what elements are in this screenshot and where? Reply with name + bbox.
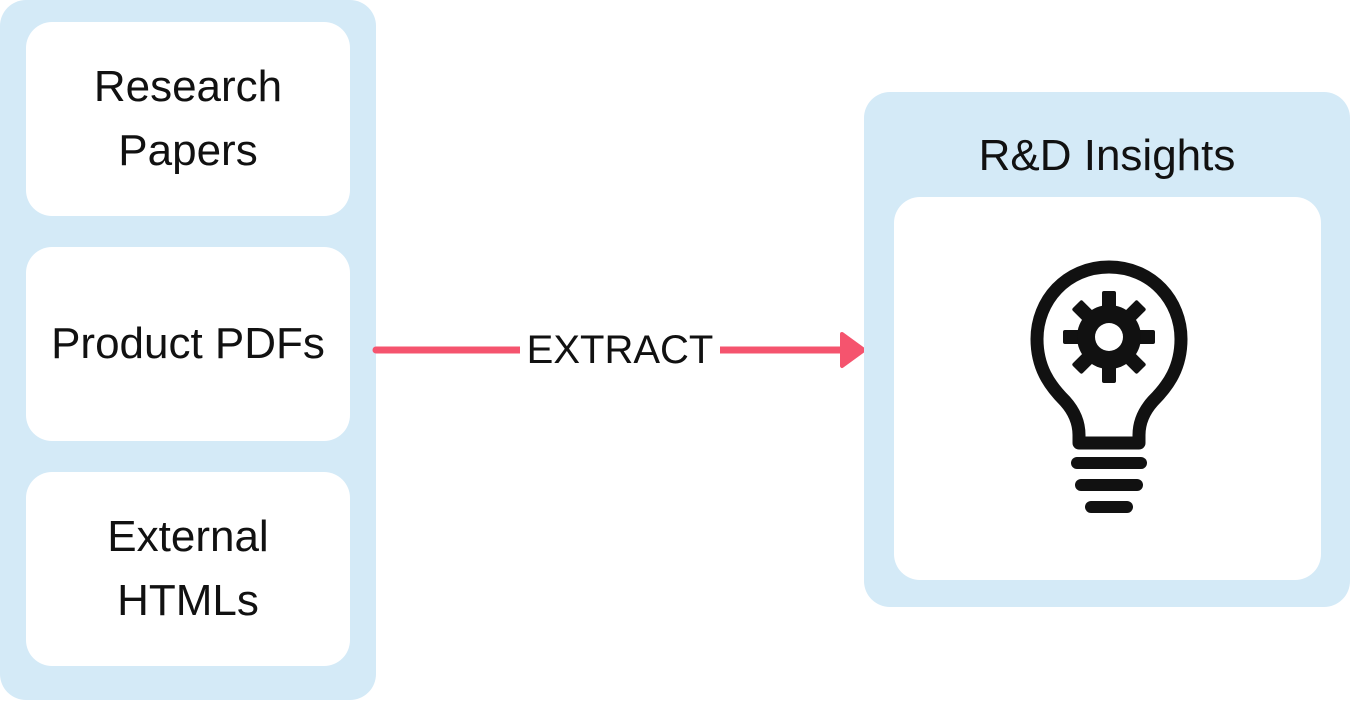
source-label-external-htmls: External HTMLs (107, 512, 269, 625)
lightbulb-gear-icon (1030, 260, 1188, 513)
insights-card (894, 197, 1321, 580)
sources-panel: Research Papers Product PDFs External HT… (0, 0, 376, 700)
source-label-research-papers: Research Papers (93, 62, 283, 175)
extract-label: EXTRACT (520, 322, 720, 378)
source-card-research-papers: Research Papers (26, 22, 350, 216)
source-card-product-pdfs: Product PDFs (26, 247, 350, 441)
source-card-external-htmls: External HTMLs (26, 472, 350, 666)
insights-panel: R&D Insights (864, 92, 1350, 607)
gear-icon (1063, 291, 1155, 383)
source-label-product-pdfs: Product PDFs (51, 319, 325, 368)
extract-arrowhead (840, 332, 866, 368)
insights-title: R&D Insights (978, 131, 1236, 180)
